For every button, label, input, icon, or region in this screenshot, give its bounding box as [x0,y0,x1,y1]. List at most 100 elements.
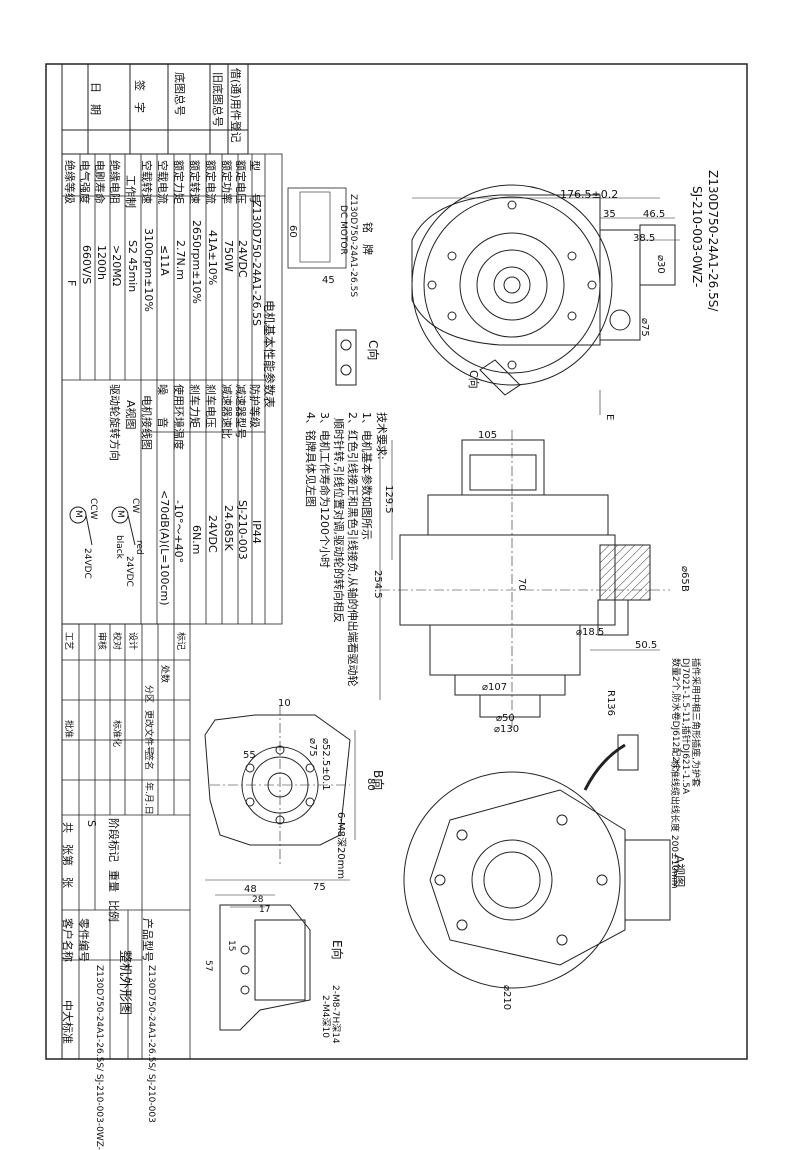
spec-row-label2: 减速器速比 [220,384,233,439]
spec-row-label2: 防护等级 [248,384,261,428]
spec-row-label: 电气强度 [78,160,91,204]
product-model-label: 产品型号 [141,918,154,962]
dim-254-5: 254.5 [372,570,383,599]
voltage-label: 24VDC [124,556,134,587]
spec-row-value: F [65,280,78,287]
spec-row-label: 型 号 [248,160,261,204]
spec-row-value2: 24.685K [222,505,235,551]
dim-10: 10 [278,698,291,709]
tb-approve: 批准 [63,720,73,739]
nameplate-height: 60 [287,225,298,238]
tech-req-item: 顺时针转,引线位置对调,驱动轮的转向相反 [332,418,345,623]
connector-note-3: 数量2个,防水卷DJ612配2个 [670,658,680,772]
client-label: 客户名称 [61,918,74,962]
dim-15: 15 [226,940,236,952]
old-drawing-label: 旧底图总号 [211,72,224,127]
spec-row-value: >20MΩ [110,245,123,287]
tb-design: 设计 [127,632,137,651]
product-model-value: Z130D750-24A1-26.5S/ SJ-210-003 [146,965,156,1123]
part-no-label: 零件编号 [77,918,90,962]
spec-row-label: 额定电流 [204,160,217,204]
corner-code-line1: Z130D750-24A1-26.5S/ [706,170,720,312]
scale-label: 比例 [107,900,120,922]
tech-req-item: 3、电机工作寿命为1200个小时 [318,412,331,568]
spec-row-label2: 电机接线图 [140,395,153,450]
spec-row-value2: IP44 [250,520,263,544]
title-block-grid [61,623,191,1060]
spec-row-value: 3100rpm±10% [142,228,155,312]
dim-48: 48 [244,884,257,895]
spec-row-label2: 使用环境温度 [172,384,185,450]
dim-176: 176.5±0.2 [560,188,619,201]
c-view-label: C向 [366,340,380,361]
drawing-title: 整机外形图 [117,950,132,1016]
dim-b75: ⌀75 [307,738,318,757]
spec-row-value: 1200h [95,245,108,280]
spec-row-label2: 驱动轮旋转方向 [108,384,121,461]
spec-row-value2: SJ-210-003 [236,500,249,560]
side-view-drawing [379,430,670,730]
spec-row-label: 额定力矩 [172,160,185,204]
tb-change-no: 更改文件号 [143,710,153,756]
spec-row-label: 工作制 [124,175,137,208]
c-arrow-label: C向 [467,370,480,389]
tech-req-item: 1、电机基本参数如图所示 [360,412,373,540]
spec-row-label: 额定电压 [234,160,247,204]
corner-code-line2: SJ-210-003-0WZ- [690,186,704,288]
spec-table-title: 电机基本性能参数表 [262,300,276,409]
dim-210: ⌀210 [501,985,512,1011]
spec-row-value: 41A±10% [206,230,219,286]
dim-35: 35 [603,209,616,220]
voltage-label-2: 24VDC [82,548,92,579]
dim-18-5: ⌀18.5 [576,627,605,638]
cw-label: CW [130,498,140,514]
tb-zone: 分区 [143,685,153,704]
nameplate-model: Z130D750-24A1-26.5S [348,194,358,298]
dim-holes: 6-M8深20mm [335,812,346,880]
dim-130: ⌀130 [494,724,520,735]
drawing-sheet [45,63,748,1060]
spec-row-value: 24VDC [236,240,249,278]
tb-ymd: 年.月.日 [143,782,153,815]
spec-row-label: 绝缘等级 [63,160,76,204]
e-arrow-label: E [604,414,615,421]
spec-row-label: 空载电流 [156,160,169,204]
wiring-diagram [69,506,136,546]
spec-row-value2: 24VDC [206,515,219,553]
date-label: 日 期 [89,82,102,115]
tb-review: 审核 [96,632,106,651]
e-view-drawing [215,894,311,1031]
dim-65: ⌀65 [679,566,690,585]
dim-70: 70 [516,578,527,591]
e-view-label: E向 [330,940,344,960]
tech-req-heading: 技术要求: [375,412,388,460]
tb-mark: 标记 [175,632,185,651]
dim-46-5: 46.5 [643,209,666,220]
dim-129-5: 129.5 [383,485,394,514]
b-view-drawing [204,705,356,881]
dim-75b: 75 [313,882,326,893]
dim-80: 80 [365,778,376,791]
spec-row-value: 750W [222,240,235,272]
spec-row-label: 额定功率 [220,160,233,204]
top-view-drawing [411,184,680,415]
spec-row-value2: <70dB(A)(L=100cm) [158,490,171,606]
tb-check: 校对 [111,632,121,651]
spec-row-value2: -10°～+40° [172,500,185,564]
spec-table-grid [61,153,283,625]
red-label: red [134,540,144,555]
dim-105: 105 [478,430,498,441]
sheet-label: 共 张第 张 [61,822,74,888]
spec-row-value: 2.7N.m [174,240,187,280]
spec-row-label: 额定转速 [188,160,201,204]
spec-row-label: 空载转速 [140,160,153,204]
dim-107: ⌀107 [482,682,508,693]
dim-57: 57 [203,960,213,972]
spec-row-label2: 刹车电压 [204,384,217,428]
dim-75: ⌀75 [639,318,650,337]
s-mark: S [85,820,98,827]
spec-row-value: Z130D750-24A1-26.5S [250,200,263,326]
base-drawing-label: 底图总号 [173,72,186,116]
motor-m-label: M [115,510,125,518]
dim-50-5: 50.5 [635,640,658,651]
